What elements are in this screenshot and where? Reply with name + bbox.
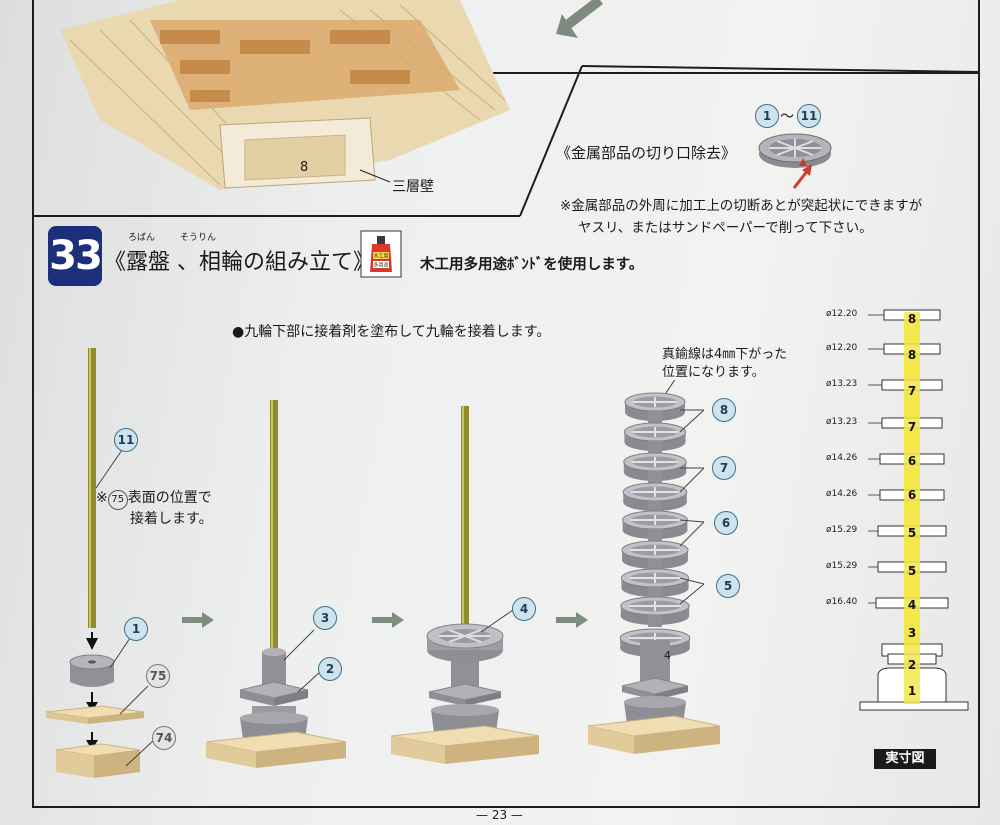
actual-size-ring-number: 4 — [907, 598, 917, 612]
cutout-title: 《金属部品の切り口除去》 — [556, 144, 737, 162]
next-arrow-icon-2 — [372, 612, 404, 628]
stage3-illustration — [390, 406, 540, 764]
actual-size-caption: 実寸図 — [885, 751, 925, 766]
actual-size-ring-number: 7 — [907, 384, 917, 398]
part-3-badge: 3 — [313, 606, 337, 630]
brass-note-line1: 真鍮線は4㎜下がった — [662, 347, 788, 362]
dimension-label: ø13.23 — [826, 379, 858, 389]
step-number-badge: 33 — [48, 226, 103, 286]
adhere-note-prefix: ※ — [96, 490, 108, 506]
stage2-illustration — [205, 400, 347, 768]
actual-size-diagram — [859, 309, 969, 711]
actual-size-ring-number: 1 — [907, 684, 917, 698]
stacked-ring — [622, 510, 688, 541]
part-4-badge: 4 — [512, 597, 536, 621]
ruby-sourin: そうりん — [180, 233, 217, 243]
frame-right-border — [978, 0, 980, 808]
dimension-label: ø12.20 — [826, 343, 858, 353]
part-1-badge: 1 — [124, 617, 148, 641]
part-11-badge: 11 — [114, 428, 138, 452]
adhere-note-suffix: 表面の位置で — [127, 490, 212, 506]
stage1-illustration — [45, 348, 155, 778]
bullet-instruction: ●九輪下部に接着剤を塗布して九輪を接着します。 — [232, 324, 551, 340]
cutout-range-tilde: 〜 — [780, 109, 794, 125]
actual-size-caption-box: 実寸図 — [874, 749, 936, 769]
ring-4-inline-label: 4 — [664, 649, 671, 662]
frame-bottom-border — [32, 806, 980, 808]
dimension-label: ø12.20 — [826, 309, 858, 319]
next-arrow-icon-1 — [182, 612, 214, 628]
section-divider — [34, 0, 979, 217]
ruby-roban: ろばん — [128, 233, 156, 243]
actual-size-ring-number: 8 — [907, 312, 917, 326]
part-2-badge: 2 — [318, 657, 342, 681]
actual-size-ring-number: 6 — [907, 488, 917, 502]
part-74-badge: 74 — [152, 726, 176, 750]
stage4-illustration — [587, 380, 721, 754]
brass-note-line2: 位置になります。 — [662, 365, 765, 380]
dimension-label: ø13.23 — [826, 417, 858, 427]
stacked-ring — [623, 452, 687, 483]
bottle-label-top: 木工用 — [373, 253, 388, 260]
roof-illustration — [60, 0, 510, 190]
cutout-note-line1: ※金属部品の外周に加工上の切断あとが突起状にできますが — [560, 198, 923, 214]
actual-size-ring-number: 5 — [907, 564, 917, 578]
roof-part-number: 8 — [300, 160, 309, 175]
stacked-ring — [623, 422, 687, 453]
dimension-label: ø14.26 — [826, 453, 858, 463]
stacked-ring — [620, 596, 690, 627]
glue-instruction: 木工用多用途ﾎﾞﾝﾄﾞを使用します。 — [420, 257, 644, 273]
stacked-ring — [621, 540, 689, 571]
bottle-label-bottom: 多用途 — [373, 262, 388, 269]
dimension-label: ø15.29 — [826, 525, 858, 535]
adhere-note-line2: 接着します。 — [130, 511, 213, 527]
metal-wheel-icon — [758, 133, 832, 168]
roof-wall-label: 三層壁 — [392, 179, 434, 195]
cutout-range-start-badge: 1 — [755, 104, 779, 128]
actual-size-ring-number: 6 — [907, 454, 917, 468]
glue-bottle-icon: 木工用 多用途 — [360, 230, 402, 278]
frame-left-border — [32, 0, 34, 808]
cutout-note-line2: ヤスリ、またはサンドペーパーで削って下さい。 — [578, 220, 873, 236]
ring-5-badge: 5 — [716, 574, 740, 598]
ring-7-badge: 7 — [712, 456, 736, 480]
red-pointer-arrow-icon — [792, 164, 812, 189]
stacked-ring — [624, 392, 686, 423]
ring-8-badge: 8 — [712, 398, 736, 422]
stacked-ring — [620, 568, 690, 599]
stacked-ring — [622, 482, 688, 513]
step-number: 33 — [49, 233, 103, 279]
actual-size-ring-number: 3 — [907, 626, 917, 640]
frame-top-right-edge — [440, 72, 980, 74]
step-title: 《露盤 、相輪の組み立て》 — [104, 250, 375, 275]
actual-size-ring-number: 5 — [907, 526, 917, 540]
actual-size-ring-number: 7 — [907, 420, 917, 434]
part-75-inline-badge: 75 — [107, 490, 128, 510]
part-75-badge: 75 — [146, 664, 170, 688]
cutout-range-end-badge: 11 — [797, 104, 821, 128]
dimension-label: ø16.40 — [826, 597, 858, 607]
actual-size-ring-number: 8 — [907, 348, 917, 362]
actual-size-ring-number: 2 — [907, 658, 917, 672]
page-number: — 23 — — [476, 808, 523, 822]
dimension-label: ø15.29 — [826, 561, 858, 571]
dimension-label: ø14.26 — [826, 489, 858, 499]
ring-6-badge: 6 — [714, 511, 738, 535]
next-arrow-icon-3 — [556, 612, 588, 628]
